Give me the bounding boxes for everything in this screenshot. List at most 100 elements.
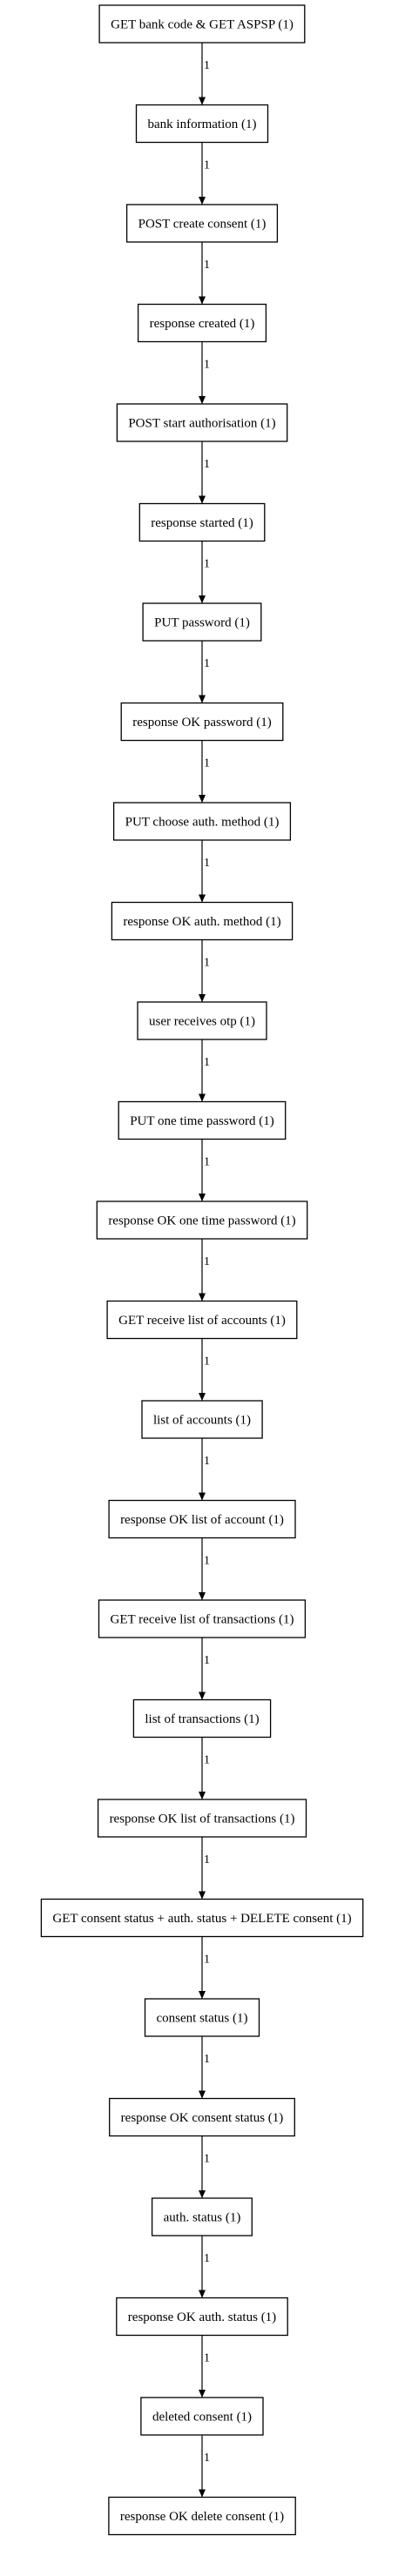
flow-edge-label: 1 <box>204 1255 210 1268</box>
flow-node-label: GET receive list of transactions (1) <box>111 1613 294 1627</box>
flow-edge-label: 1 <box>204 2352 210 2365</box>
flow-node: GET receive list of transactions (1) <box>98 1599 307 1638</box>
flow-node-label: response OK one time password (1) <box>108 1214 295 1228</box>
flow-node-box <box>116 2297 288 2337</box>
flow-node-box <box>109 2097 295 2137</box>
flow-node: response OK consent status (1) <box>109 2097 295 2137</box>
flow-node: PUT choose auth. method (1) <box>112 802 292 841</box>
flow-node-box <box>120 702 284 742</box>
flow-node-box <box>137 303 267 343</box>
flow-node-label: auth. status (1) <box>164 2211 241 2225</box>
flow-node-label: PUT password (1) <box>154 616 250 630</box>
flow-node-box <box>40 1898 364 1938</box>
flow-node: POST create consent (1) <box>125 204 279 243</box>
flow-node-label: user receives otp (1) <box>149 1015 255 1029</box>
flow-node-label: consent status (1) <box>157 2012 248 2026</box>
flow-node-label: bank information (1) <box>148 118 257 131</box>
flow-node-label: response OK list of transactions (1) <box>110 1813 295 1826</box>
flow-edge-label: 1 <box>204 59 210 72</box>
flow-node: response OK one time password (1) <box>96 1201 308 1240</box>
flow-node-label: list of transactions (1) <box>145 1712 259 1726</box>
flow-node-label: PUT one time password (1) <box>130 1114 274 1128</box>
flow-edge-label: 1 <box>204 259 210 272</box>
flow-node-label: response created (1) <box>150 317 255 331</box>
flow-node-box <box>108 1499 296 1539</box>
flow-node: user receives otp (1) <box>137 1001 267 1040</box>
flow-node-box <box>141 1400 263 1439</box>
flow-node: response OK password (1) <box>120 702 284 742</box>
flow-edge-label: 1 <box>204 757 210 770</box>
flow-node-label: GET receive list of accounts (1) <box>118 1314 286 1328</box>
flow-node-box <box>118 1100 287 1140</box>
flow-edge-label: 1 <box>204 2252 210 2265</box>
flow-node-label: response OK delete consent (1) <box>120 2510 284 2524</box>
flow-edge-label: 1 <box>204 1853 210 1866</box>
flow-node-box <box>125 204 279 243</box>
flow-node: response OK delete consent (1) <box>108 2496 296 2536</box>
flow-edge-label: 1 <box>204 857 210 870</box>
flow-node-box <box>132 1698 272 1739</box>
flow-edge-label: 1 <box>204 957 210 970</box>
flow-node: list of accounts (1) <box>141 1400 263 1439</box>
flow-edge-label: 1 <box>204 359 210 372</box>
flow-node-box <box>135 104 269 144</box>
flow-node-label: deleted consent (1) <box>152 2411 252 2425</box>
flow-node-box <box>144 1998 260 2037</box>
flow-node: POST start authorisation (1) <box>116 403 288 442</box>
flow-edge-label: 1 <box>204 1754 210 1767</box>
flow-node: deleted consent (1) <box>140 2397 264 2436</box>
flow-node: GET receive list of accounts (1) <box>106 1300 298 1340</box>
flow-node-box <box>97 1799 307 1838</box>
flow-node: consent status (1) <box>144 1998 260 2037</box>
flow-node-box <box>140 2397 264 2436</box>
flow-node-box <box>142 602 262 642</box>
flow-node: PUT password (1) <box>142 602 262 642</box>
flow-node-label: PUT choose auth. method (1) <box>125 816 280 830</box>
flow-node: bank information (1) <box>135 104 269 144</box>
flow-edge-label: 1 <box>204 1156 210 1169</box>
flow-edge-label: 1 <box>204 657 210 670</box>
flow-node: PUT one time password (1) <box>118 1100 287 1140</box>
flow-node-label: response OK auth. method (1) <box>123 915 280 929</box>
flow-node: GET consent status + auth. status + DELE… <box>40 1898 364 1938</box>
flow-node: response OK list of account (1) <box>108 1499 296 1539</box>
flow-node: response started (1) <box>138 502 266 542</box>
flow-node: response OK auth. method (1) <box>111 901 294 941</box>
flow-node-label: response started (1) <box>151 516 253 530</box>
flow-node-box <box>112 802 292 841</box>
flow-edge-label: 1 <box>204 1555 210 1568</box>
flow-edge-label: 1 <box>204 2153 210 2166</box>
flow-node-label: response OK list of account (1) <box>120 1513 284 1527</box>
flow-node-box <box>138 502 266 542</box>
flow-edge-label: 1 <box>204 159 210 172</box>
flow-node-box <box>96 1201 308 1240</box>
flow-node-label: GET consent status + auth. status + DELE… <box>52 1912 351 1926</box>
flow-node: GET bank code & GET ASPSP (1) <box>98 4 306 44</box>
flow-edge-label: 1 <box>204 1056 210 1069</box>
flow-edge-label: 1 <box>204 458 210 471</box>
flow-edge-label: 1 <box>204 1954 210 1967</box>
flow-node-label: POST start authorisation (1) <box>128 417 275 431</box>
flow-node-label: response OK auth. status (1) <box>128 2310 276 2324</box>
flow-node-box <box>116 403 288 442</box>
flow-node-label: response OK consent status (1) <box>121 2111 284 2125</box>
flow-node: response OK list of transactions (1) <box>97 1799 307 1838</box>
flow-edge-label: 1 <box>204 558 210 571</box>
flow-node-box <box>98 4 306 44</box>
flow-node-box <box>151 2197 253 2236</box>
flow-node: auth. status (1) <box>151 2197 253 2236</box>
flow-edge-label: 1 <box>204 2053 210 2066</box>
flow-node-box <box>111 901 294 941</box>
flow-node-box <box>106 1300 298 1340</box>
flow-node-label: POST create consent (1) <box>138 218 267 232</box>
flow-node-box <box>98 1599 307 1638</box>
flow-node: response created (1) <box>137 303 267 343</box>
flow-node-box <box>108 2496 296 2536</box>
flow-node-label: GET bank code & GET ASPSP (1) <box>111 18 294 32</box>
flow-node-label: response OK password (1) <box>132 716 272 730</box>
flow-node: response OK auth. status (1) <box>116 2297 288 2337</box>
flow-edge-label: 1 <box>204 1654 210 1667</box>
flow-edge-label: 1 <box>204 1355 210 1369</box>
flow-node-label: list of accounts (1) <box>153 1414 251 1428</box>
